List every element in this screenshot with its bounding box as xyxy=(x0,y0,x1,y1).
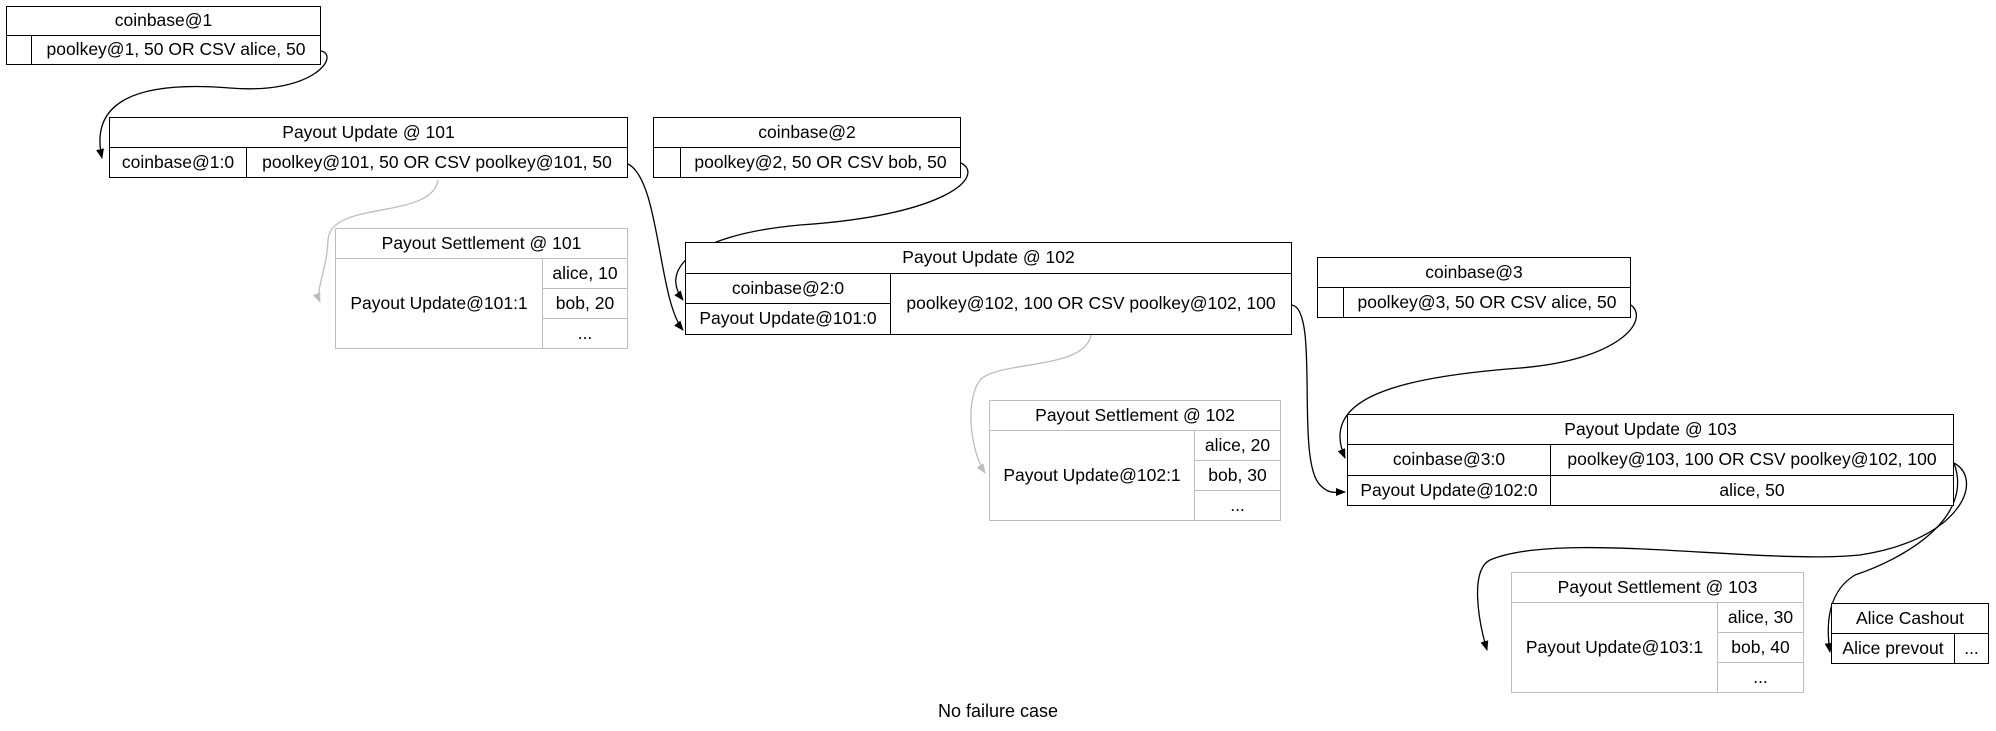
node-payout-settlement-101: Payout Settlement @ 101 Payout Update@10… xyxy=(335,228,628,349)
empty-cell xyxy=(6,35,32,65)
node-title: Payout Settlement @ 101 xyxy=(335,228,628,259)
output-cell: poolkey@2, 50 OR CSV bob, 50 xyxy=(680,147,961,178)
input-cell: Payout Update@103:1 xyxy=(1511,602,1718,693)
node-payout-update-102: Payout Update @ 102 coinbase@2:0 poolkey… xyxy=(685,242,1292,336)
node-title: coinbase@2 xyxy=(653,117,961,148)
output-cell: alice, 30 xyxy=(1717,602,1804,633)
node-payout-settlement-103: Payout Settlement @ 103 Payout Update@10… xyxy=(1511,572,1804,693)
input-cell: coinbase@1:0 xyxy=(109,147,247,178)
output-cell: alice, 20 xyxy=(1194,430,1281,461)
edge-update101-to-update102 xyxy=(627,163,684,331)
empty-cell xyxy=(1317,287,1344,318)
input-cell: coinbase@2:0 xyxy=(685,272,891,305)
node-title: Payout Settlement @ 103 xyxy=(1511,572,1804,603)
output-cell: ... xyxy=(1954,633,1989,664)
input-cell: Payout Update@101:0 xyxy=(685,303,891,335)
node-title: Payout Settlement @ 102 xyxy=(989,400,1281,431)
node-coinbase-2: coinbase@2 poolkey@2, 50 OR CSV bob, 50 xyxy=(653,117,961,178)
output-cell: poolkey@101, 50 OR CSV poolkey@101, 50 xyxy=(246,147,628,178)
edge-update103-to-settle103 xyxy=(1476,462,1968,651)
input-cell: Alice prevout xyxy=(1831,633,1955,664)
input-cell: Payout Update@102:1 xyxy=(989,430,1195,521)
empty-cell xyxy=(653,147,681,178)
output-cell: ... xyxy=(1717,662,1804,693)
node-title: Payout Update @ 101 xyxy=(109,117,628,148)
output-cell: poolkey@3, 50 OR CSV alice, 50 xyxy=(1343,287,1631,318)
node-title: Alice Cashout xyxy=(1831,603,1989,634)
edge-update101-to-settle101 xyxy=(312,179,439,303)
output-cell: ... xyxy=(1194,490,1281,521)
output-cell: poolkey@1, 50 OR CSV alice, 50 xyxy=(31,35,321,65)
node-payout-settlement-102: Payout Settlement @ 102 Payout Update@10… xyxy=(989,400,1281,521)
output-cell: bob, 40 xyxy=(1717,632,1804,663)
diagram-caption: No failure case xyxy=(937,701,1059,721)
node-payout-update-103: Payout Update @ 103 coinbase@3:0 poolkey… xyxy=(1347,413,1954,507)
edge-coinbase1-to-update101 xyxy=(96,50,328,159)
output-cell: poolkey@102, 100 OR CSV poolkey@102, 100 xyxy=(890,272,1292,336)
node-payout-update-101: Payout Update @ 101 coinbase@1:0 poolkey… xyxy=(109,117,628,178)
edge-coinbase3-to-update103 xyxy=(1337,304,1637,459)
node-title: Payout Update @ 103 xyxy=(1347,413,1954,446)
output-cell: bob, 20 xyxy=(542,288,628,319)
node-alice-cashout: Alice Cashout Alice prevout ... xyxy=(1831,603,1989,664)
node-title: coinbase@1 xyxy=(6,6,321,36)
node-title: Payout Update @ 102 xyxy=(685,242,1292,274)
node-title: coinbase@3 xyxy=(1317,257,1631,288)
input-cell: Payout Update@101:1 xyxy=(335,258,543,349)
edge-update102-to-settle102 xyxy=(970,334,1092,474)
input-cell: Payout Update@102:0 xyxy=(1347,474,1551,507)
output-cell: alice, 10 xyxy=(542,258,628,289)
input-cell: coinbase@3:0 xyxy=(1347,444,1551,476)
edge-coinbase2-to-update102 xyxy=(674,162,969,301)
output-cell: poolkey@103, 100 OR CSV poolkey@102, 100 xyxy=(1550,444,1954,476)
node-coinbase-1: coinbase@1 poolkey@1, 50 OR CSV alice, 5… xyxy=(6,6,321,65)
output-cell: ... xyxy=(542,318,628,349)
node-coinbase-3: coinbase@3 poolkey@3, 50 OR CSV alice, 5… xyxy=(1317,257,1631,318)
output-cell: bob, 30 xyxy=(1194,460,1281,491)
edge-update102-to-update103 xyxy=(1291,304,1346,497)
output-cell: alice, 50 xyxy=(1550,474,1954,507)
